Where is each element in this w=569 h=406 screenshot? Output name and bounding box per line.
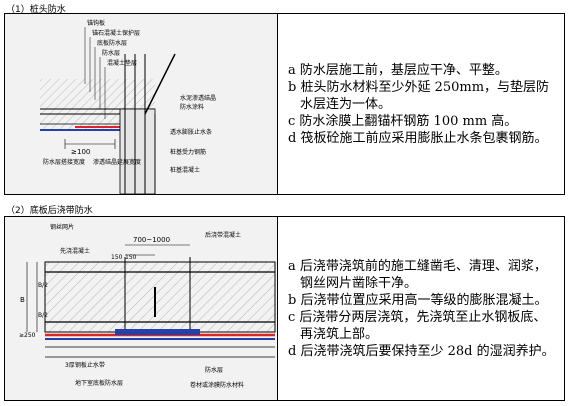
dim-100-label: 100 xyxy=(77,148,90,156)
label-membrane: 卷材或涂膜防水材料 xyxy=(190,381,244,389)
pile-note-a: a 防水层施工前，基层应干净、平整。 xyxy=(288,62,508,78)
label-lap-width: 防水层搭接宽度 xyxy=(43,158,85,166)
postcast-note-a: a 后浇带浇筑前的施工缝凿毛、清理、润浆，钢丝网片凿除干净。 xyxy=(288,258,547,291)
label-wire-mesh: 钢丝网片 xyxy=(50,223,74,231)
label-precast: 先浇混凝土 xyxy=(60,247,90,255)
dim-150-a: 150 xyxy=(111,254,123,261)
label-base-waterproof: 底板防水层 xyxy=(97,39,127,47)
label-cushion: 混凝土垫层 xyxy=(107,59,137,67)
dim-B2-b: B/2 xyxy=(38,312,48,319)
label-anchor-plate: 锚钩板 xyxy=(87,19,105,27)
label-postcast-concrete: 后浇带混凝土 xyxy=(205,231,241,239)
label-waterproof-layer: 防水层 xyxy=(102,49,120,57)
pile-note-c: c 防水涂膜上翻锚杆钢筋 100 mm 高。 xyxy=(288,113,518,129)
label-pile-concrete: 桩基混凝土 xyxy=(170,166,200,174)
postcast-notes-box: a 后浇带浇筑前的施工缝凿毛、清理、润浆，钢丝网片凿除干净。 b 后浇带位置应采… xyxy=(278,217,564,400)
label-steel-waterstop: 3厚钢板止水带 xyxy=(65,361,105,369)
label-pile-rebar: 桩基受力钢筋 xyxy=(170,148,206,156)
dim-150-b: 150 xyxy=(125,254,137,261)
pile-note-b: b 桩头防水材料至少外延 250mm，与垫层防水层连为一体。 xyxy=(288,79,550,112)
dim-B2-a: B/2 xyxy=(38,282,48,289)
label-waterstop: 透水膨胀止水条 xyxy=(170,128,212,136)
pile-diagram: ≥ 100 锚钩板 锚石混凝土保护层 底板防水层 防水层 混凝土垫层 水泥渗透结… xyxy=(5,14,278,194)
postcast-diagram: 700~1000 150 150 B B/2 B/2 ≥250 钢丝网片 先浇混… xyxy=(5,217,278,400)
label-protection: 锚石混凝土保护层 xyxy=(92,29,140,37)
dim-B: B xyxy=(20,296,25,304)
label-basement-waterproof: 地下室底板防水层 xyxy=(75,379,123,387)
pile-notes-box: a 防水层施工前，基层应干净、平整。 b 桩头防水材料至少外延 250mm，与垫… xyxy=(278,14,564,194)
dim-ge-label: ≥ xyxy=(71,148,77,156)
postcast-note-b: b 后浇带位置应采用高一等级的膨胀混凝土。 xyxy=(288,292,548,308)
label-waterproof-layer2: 防水层 xyxy=(205,366,223,374)
section-title-postcast: （2）底板后浇带防水 xyxy=(6,206,93,216)
label-crystal-width: 渗透结晶延展宽度 xyxy=(93,158,141,166)
pile-note-d: d 筏板砼施工前应采用膨胀止水条包裹钢筋。 xyxy=(288,130,548,146)
postcast-note-d: d 后浇带浇筑后要保持至少 28d 的湿润养护。 xyxy=(288,343,555,359)
dim-ge250: ≥250 xyxy=(19,332,36,339)
postcast-waterproof-panel: 700~1000 150 150 B B/2 B/2 ≥250 钢丝网片 先浇混… xyxy=(4,216,565,401)
dim-700-1000: 700~1000 xyxy=(133,236,170,244)
pile-waterproof-panel: ≥ 100 锚钩板 锚石混凝土保护层 底板防水层 防水层 混凝土垫层 水泥渗透结… xyxy=(4,13,565,195)
label-crystal: 水泥渗透结晶 xyxy=(180,94,216,102)
postcast-note-c: c 后浇带分两层浇筑，先浇筑至止水钢板底、再浇筑上部。 xyxy=(288,309,547,342)
label-coating: 防水涂料 xyxy=(180,103,204,111)
section-title-pile: （1）桩头防水 xyxy=(6,5,66,15)
